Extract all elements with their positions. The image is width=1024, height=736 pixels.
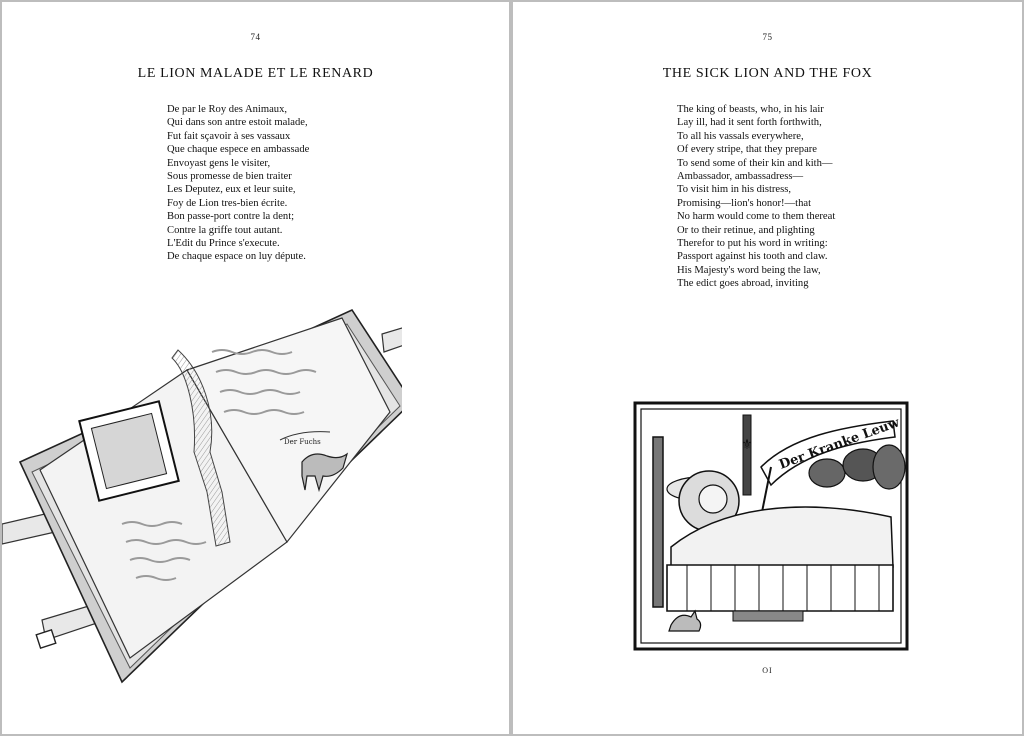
poem-line: Or to their retinue, and plighting bbox=[677, 224, 815, 236]
poem-line: Contre la griffe tout autant. bbox=[167, 224, 283, 236]
poem-line: The edict goes abroad, inviting bbox=[677, 278, 809, 290]
poem-line: To send some of their kin and kith— bbox=[677, 157, 833, 169]
poem-line: Of every stripe, that they prepare bbox=[677, 144, 818, 156]
woodcut-illustration: ⚜ Der Kranke Leuw bbox=[633, 401, 909, 651]
poem-line: No harm would come to them thereat bbox=[677, 211, 836, 223]
poem-line: De chaque espace on luy députe. bbox=[167, 251, 306, 263]
poem-text-english: The king of beasts, who, in his lair Lay… bbox=[677, 103, 835, 291]
poem-title-french: LE LION MALADE ET LE RENARD bbox=[137, 66, 374, 81]
poem-line: Ambassador, ambassadress— bbox=[677, 171, 804, 183]
poem-line: Que chaque espece en ambassade bbox=[167, 144, 310, 156]
folio-mark: OI bbox=[762, 666, 773, 675]
poem-title-english: THE SICK LION AND THE FOX bbox=[662, 66, 873, 81]
svg-text:⚜: ⚜ bbox=[741, 438, 754, 453]
right-page: 75 THE SICK LION AND THE FOX The king of… bbox=[513, 2, 1022, 734]
left-page: 74 LE LION MALADE ET LE RENARD De par le… bbox=[2, 2, 509, 734]
open-book-illustration: Der Fuchs bbox=[2, 308, 402, 684]
poem-line: Promising—lion's honor!—that bbox=[677, 197, 812, 209]
fox-banner-text: Der Fuchs bbox=[284, 438, 321, 446]
page-number: 74 bbox=[250, 32, 261, 42]
poem-line: Sous promesse de bien traiter bbox=[167, 171, 292, 183]
poem-line: To visit him in his distress, bbox=[677, 184, 792, 196]
poem-line: Lay ill, had it sent forth forthwith, bbox=[677, 117, 822, 129]
poem-line: Qui dans son antre estoit malade, bbox=[167, 117, 308, 129]
poem-line: His Majesty's word being the law, bbox=[677, 264, 821, 276]
poem-line: The king of beasts, who, in his lair bbox=[677, 104, 824, 115]
page-number: 75 bbox=[762, 32, 773, 42]
poem-line: Bon passe-port contre la dent; bbox=[167, 211, 295, 223]
poem-line: Fut fait sçavoir à ses vassaux bbox=[167, 130, 291, 142]
poem-line: Passport against his tooth and claw. bbox=[677, 251, 828, 263]
poem-line: Les Deputez, eux et leur suite, bbox=[167, 184, 296, 196]
poem-line: L'Edit du Prince s'execute. bbox=[167, 238, 280, 250]
poem-line: To all his vassals everywhere, bbox=[677, 130, 804, 142]
poem-line: De par le Roy des Animaux, bbox=[167, 104, 288, 115]
poem-line: Envoyast gens le visiter, bbox=[167, 157, 271, 169]
poem-line: Therefor to put his word in writing: bbox=[677, 238, 828, 250]
poem-text-french: De par le Roy des Animaux, Qui dans son … bbox=[167, 103, 309, 264]
poem-line: Foy de Lion tres-bien écrite. bbox=[167, 197, 288, 209]
